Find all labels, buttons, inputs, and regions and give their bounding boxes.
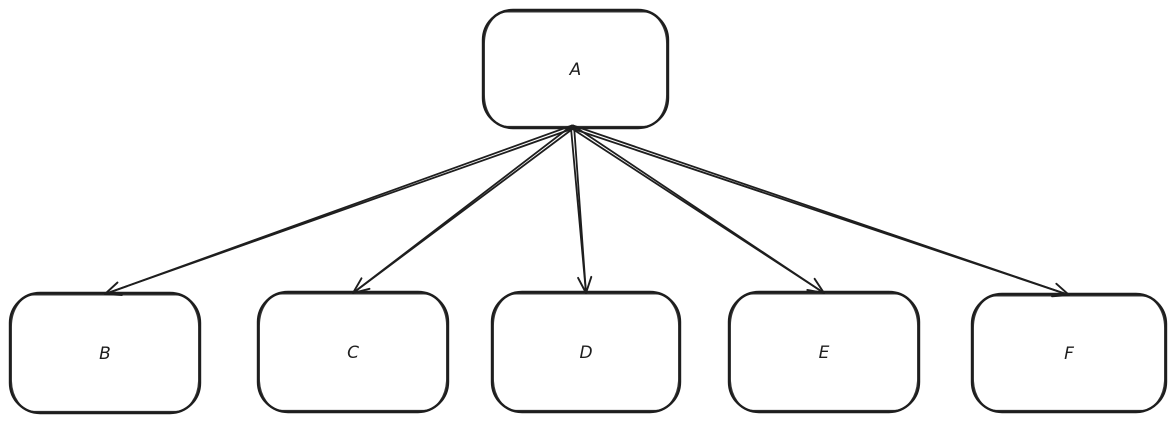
node-E[interactable]: E bbox=[727, 290, 921, 414]
edge-line bbox=[571, 127, 1070, 296]
node-E-label: E bbox=[819, 343, 830, 363]
arrowhead-icon bbox=[104, 281, 123, 296]
edge-A-C[interactable] bbox=[352, 124, 575, 294]
edge-A-E[interactable] bbox=[570, 124, 825, 294]
edge-A-D[interactable] bbox=[570, 125, 593, 294]
node-C[interactable]: C bbox=[256, 290, 450, 414]
node-B-label: B bbox=[99, 344, 111, 364]
arrowhead-icon bbox=[577, 275, 593, 294]
node-A[interactable]: A bbox=[481, 8, 670, 130]
node-F[interactable]: F bbox=[970, 292, 1168, 414]
edge-A-F[interactable] bbox=[571, 124, 1070, 298]
arrowhead-icon bbox=[1051, 282, 1070, 298]
edge-line bbox=[104, 124, 573, 295]
node-A-label: A bbox=[569, 60, 582, 80]
node-C-label: C bbox=[347, 343, 359, 363]
node-B[interactable]: B bbox=[8, 291, 202, 415]
node-F-label: F bbox=[1064, 344, 1074, 364]
arrowhead-icon bbox=[806, 277, 825, 294]
node-D-label: D bbox=[579, 343, 592, 363]
node-D[interactable]: D bbox=[490, 290, 682, 414]
edge-line bbox=[570, 126, 587, 294]
edge-line bbox=[352, 124, 573, 294]
edge-line bbox=[570, 127, 825, 294]
arrowhead-icon bbox=[352, 277, 371, 294]
edge-A-B[interactable] bbox=[104, 124, 574, 296]
